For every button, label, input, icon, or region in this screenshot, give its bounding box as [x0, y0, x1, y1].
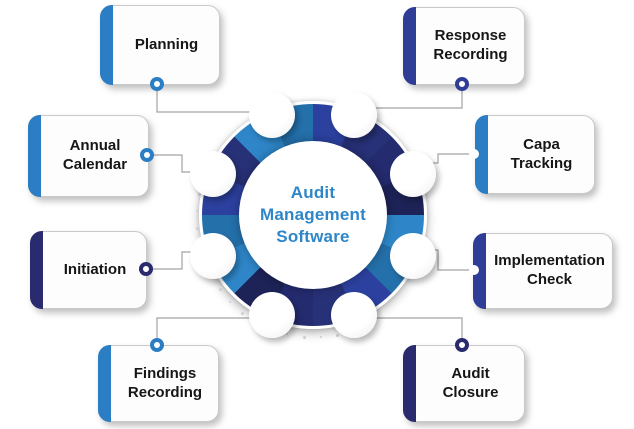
ring-node-left-lower [190, 233, 236, 279]
ring-node-left-upper [190, 151, 236, 197]
card-label-line: Audit [451, 364, 490, 382]
card-label: Capa Tracking [489, 136, 594, 174]
card-label: Planning [114, 36, 219, 55]
connector-dot-initiation [139, 262, 153, 276]
card-label-line: Recording [127, 383, 203, 401]
speckle-decoration [303, 336, 306, 339]
speckle-decoration [198, 193, 201, 196]
card-label: Audit Closure [417, 365, 524, 403]
hub-title-line: Management [260, 204, 366, 224]
connector-dot-response [455, 77, 469, 91]
speckle-decoration [219, 288, 222, 291]
speckle-decoration [229, 301, 231, 303]
card-label: Implementation Check [487, 252, 612, 290]
card-label: Findings Recording [112, 365, 218, 403]
connector-findings [156, 317, 266, 344]
ring-node-top-left [249, 92, 295, 138]
ring-node-bottom-left [249, 292, 295, 338]
center-hub: Audit Management Software [239, 141, 387, 289]
card-label-line: Response [434, 27, 507, 45]
ring-node-right-upper [390, 151, 436, 197]
card-accent-bar [403, 7, 416, 85]
connector-dot-implementation [469, 265, 479, 275]
speckle-decoration [320, 336, 322, 338]
card-label-line: Planning [134, 35, 199, 53]
connector-response [358, 84, 463, 109]
card-accent-bar [28, 115, 41, 197]
card-label: Initiation [44, 261, 146, 280]
hub-title-line: Software [276, 227, 350, 247]
ring-node-right-lower [390, 233, 436, 279]
card-label-line: Closure [442, 383, 499, 401]
card-accent-bar [473, 233, 486, 309]
card-capa-tracking: Capa Tracking [475, 115, 595, 194]
card-label-line: Annual [69, 137, 121, 155]
connector-dot-closure [455, 338, 469, 352]
card-accent-bar [403, 345, 416, 422]
speckle-decoration [241, 312, 244, 315]
hub-title: Audit Management Software [260, 182, 366, 248]
connector-dot-planning [150, 77, 164, 91]
card-label: Annual Calendar [42, 137, 148, 175]
speckle-decoration [196, 227, 199, 230]
card-audit-closure: Audit Closure [403, 345, 525, 422]
card-initiation: Initiation [30, 231, 147, 309]
ring-node-top-right [331, 92, 377, 138]
card-label-line: Findings [133, 364, 197, 382]
card-label-line: Recording [433, 46, 508, 63]
connector-planning [156, 84, 266, 113]
card-label: Response Recording [417, 27, 524, 65]
card-implementation-check: Implementation Check [473, 233, 613, 309]
speckle-decoration [196, 210, 198, 212]
speckle-decoration [286, 333, 288, 335]
card-label-line: Check [526, 271, 573, 288]
card-label-line: Calendar [62, 156, 128, 173]
ring-node-bottom-right [331, 292, 377, 338]
card-accent-bar [100, 5, 113, 85]
card-annual-calendar: Annual Calendar [28, 115, 149, 197]
connector-dot-capa [469, 149, 479, 159]
speckle-decoration [336, 334, 339, 337]
card-accent-bar [98, 345, 111, 422]
card-accent-bar [30, 231, 43, 309]
card-label-line: Initiation [63, 260, 127, 278]
card-label-line: Capa [523, 135, 560, 153]
card-findings-recording: Findings Recording [98, 345, 219, 422]
card-label-line: Implementation [494, 252, 605, 270]
card-response-recording: Response Recording [403, 7, 525, 85]
connector-dot-findings [150, 338, 164, 352]
card-planning: Planning [100, 5, 220, 85]
card-label-line: Tracking [510, 154, 573, 172]
card-accent-bar [475, 115, 488, 194]
connector-closure [358, 317, 463, 344]
connector-dot-annual [140, 148, 154, 162]
hub-title-line: Audit [290, 182, 336, 202]
